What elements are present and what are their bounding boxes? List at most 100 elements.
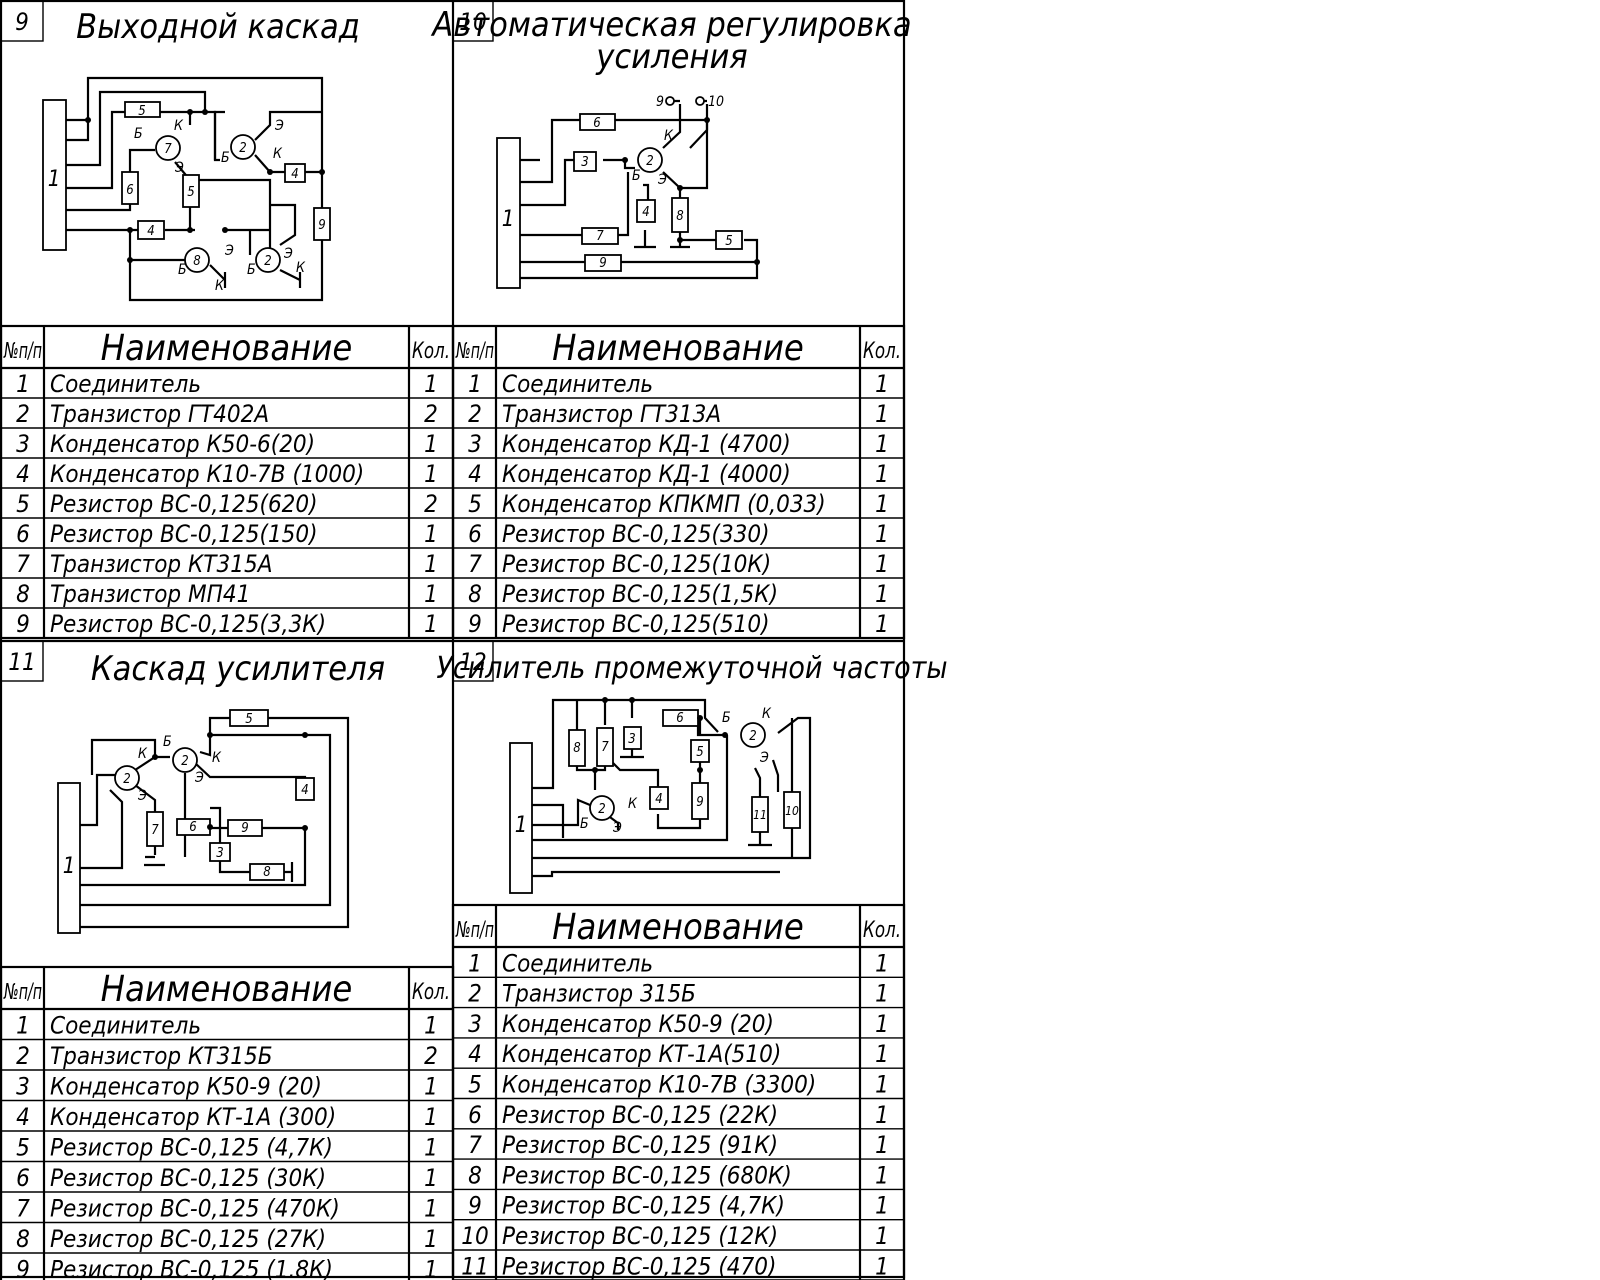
row-qty: 1: [424, 520, 438, 548]
component-label: 10: [785, 804, 799, 818]
row-name: Конденсатор К50-9 (20): [50, 1073, 322, 1101]
component-label: 5: [138, 104, 145, 119]
component-label: 3: [581, 155, 588, 170]
row-number: 4: [468, 460, 482, 488]
component-label: 8: [263, 865, 270, 880]
row-number: 11: [461, 1252, 488, 1280]
panel-number: 10: [459, 8, 486, 36]
pin-label: Э: [612, 820, 622, 836]
terminal-label: 9: [656, 94, 664, 110]
row-number: 2: [468, 400, 482, 428]
capacitor-4b: [284, 163, 306, 183]
row-number: 2: [468, 980, 482, 1008]
row-qty: 1: [875, 1010, 889, 1038]
pin-label: Б: [221, 150, 230, 166]
component-label: 8: [676, 209, 683, 224]
row-qty: 1: [424, 1256, 438, 1280]
component-label: 9: [599, 256, 606, 271]
component-label: 6: [593, 116, 600, 131]
header-qty: Кол.: [412, 339, 450, 364]
component-label: 3: [216, 846, 223, 861]
connector-1: [496, 137, 521, 289]
row-number: 1: [16, 1012, 30, 1040]
row-name: Транзистор МП41: [50, 580, 250, 608]
pin-label: К: [212, 750, 222, 766]
component-label: 4: [655, 792, 662, 807]
pin-label: Э: [759, 750, 769, 766]
transistor-2a: [589, 795, 615, 821]
row-qty: 1: [875, 610, 889, 638]
transistor-2: [637, 147, 663, 173]
row-qty: 1: [424, 610, 438, 638]
resistor-5: [229, 709, 269, 727]
row-qty: 1: [875, 580, 889, 608]
row-number: 5: [16, 1134, 30, 1162]
pin-label: К: [762, 706, 772, 722]
row-qty: 1: [875, 1101, 889, 1129]
row-number: 3: [468, 1010, 482, 1038]
component-label: 2: [181, 754, 188, 769]
component-label: 8: [573, 741, 580, 756]
component-label: 5: [725, 234, 732, 249]
component-label: 2: [749, 729, 756, 744]
row-qty: 1: [875, 460, 889, 488]
component-label: 9: [318, 218, 325, 233]
row-name: Соединитель: [502, 949, 653, 977]
row-qty: 1: [875, 1222, 889, 1250]
row-name: Транзистор КТ315А: [50, 550, 272, 578]
row-number: 5: [468, 1071, 482, 1099]
row-name: Транзистор ГТ313А: [502, 400, 721, 428]
row-number: 8: [16, 1225, 30, 1253]
header-qty: Кол.: [863, 918, 901, 943]
row-qty: 2: [424, 1042, 438, 1070]
pin-label: К: [174, 118, 184, 134]
circuit-diagram: 1 9 10 6 3 7 9 4: [496, 94, 760, 289]
panel-number-box: [0, 640, 44, 682]
capacitor-5: [690, 739, 710, 763]
row-number: 10: [461, 1222, 488, 1250]
transistor-2b: [255, 247, 281, 273]
row-qty: 1: [875, 430, 889, 458]
transistor-2a: [114, 765, 140, 791]
pin-label: Э: [224, 243, 234, 259]
component-label: 1: [515, 813, 528, 838]
row-number: 9: [468, 610, 482, 638]
component-label: 6: [189, 820, 196, 835]
row-name: Резистор ВС-0,125 (680К): [502, 1161, 792, 1189]
resistor-10: [783, 791, 801, 829]
resistor-6: [121, 171, 139, 205]
pin-label: Б: [247, 262, 256, 278]
row-number: 2: [16, 1042, 30, 1070]
header-number: №п/п: [455, 339, 494, 364]
row-qty: 1: [875, 1071, 889, 1099]
component-label: 5: [187, 185, 194, 200]
header-number: №п/п: [455, 918, 494, 943]
panel-10: 10 Автоматическая регулировка усиления 1…: [430, 0, 912, 289]
row-name: Резистор ВС-0,125 (4,7К): [50, 1134, 333, 1162]
row-number: 6: [16, 520, 30, 548]
row-name: Резистор ВС-0,125 (4,7К): [502, 1192, 785, 1220]
circuit-diagram: 1 5 4 7 6 9 3 8: [57, 709, 350, 934]
row-number: 8: [468, 1161, 482, 1189]
row-qty: 1: [424, 580, 438, 608]
component-label: 7: [601, 740, 609, 755]
terminal-10: [695, 96, 705, 106]
pin-label: К: [273, 146, 283, 162]
component-label: 1: [48, 167, 61, 192]
panel-11: 11 Каскад усилителя 1 5 4 7 6: [0, 640, 385, 934]
resistor-5b: [182, 174, 200, 208]
resistor-9: [227, 819, 263, 837]
row-name: Конденсатор К50-6(20): [50, 430, 315, 458]
capacitor-4: [636, 199, 656, 223]
row-qty: 1: [875, 1252, 889, 1280]
component-label: 2: [123, 772, 130, 787]
connector-1: [42, 99, 67, 251]
pin-label: К: [215, 278, 225, 294]
row-number: 7: [468, 1131, 482, 1159]
row-number: 9: [16, 1256, 30, 1280]
row-name: Резистор ВС-0,125(330): [502, 520, 770, 548]
row-number: 7: [468, 550, 482, 578]
resistor-5: [124, 101, 161, 118]
